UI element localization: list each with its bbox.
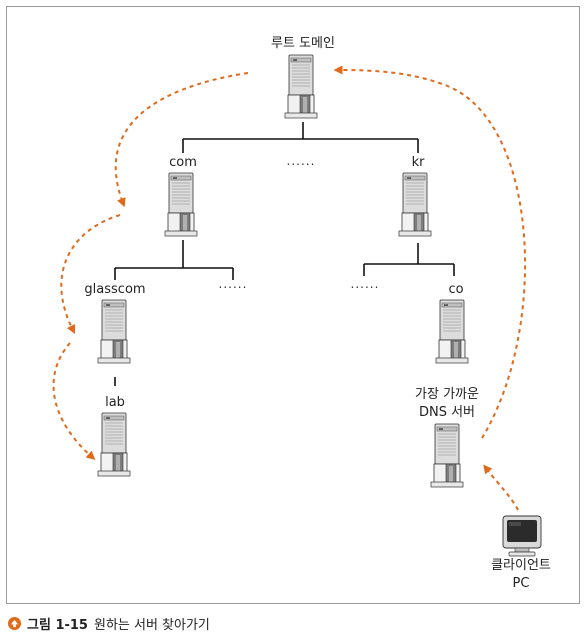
figure-caption: 그림 1-15 원하는 서버 찾아가기 — [8, 614, 210, 633]
glasscom-server-icon — [97, 299, 131, 364]
arrow-client-to-dns — [483, 464, 519, 511]
top-ellipsis: ...... — [287, 154, 316, 168]
query-arrows — [52, 65, 527, 511]
arrow-dns-to-root — [333, 65, 527, 439]
kr-ellipsis: ...... — [351, 277, 380, 291]
nearest-dns-server-icon — [430, 423, 464, 488]
glasscom-label: glasscom — [84, 282, 145, 297]
arrow-up-icon — [8, 616, 21, 630]
dns-hierarchy-diagram: 루트 도메인 com ...... kr glasscom ...... ...… — [52, 36, 551, 591]
figure-number: 그림 1-15 — [27, 617, 88, 633]
co-label: co — [448, 282, 463, 297]
root-server-icon — [284, 54, 318, 119]
root-domain-label: 루트 도메인 — [271, 36, 335, 51]
client-label-line2: PC — [513, 576, 530, 591]
com-label: com — [169, 155, 197, 170]
arrow-com-to-glasscom — [60, 214, 121, 335]
client-pc-icon — [502, 515, 542, 557]
arrow-root-to-com — [114, 72, 249, 208]
com-server-icon — [164, 172, 198, 237]
client-label-line1: 클라이언트 — [491, 558, 551, 573]
kr-server-icon — [398, 172, 432, 237]
tree-lines — [114, 122, 455, 386]
co-server-icon — [435, 299, 469, 364]
diagram-frame — [6, 6, 580, 604]
lab-label: lab — [105, 395, 125, 410]
com-ellipsis: ...... — [219, 277, 248, 291]
figure-title: 원하는 서버 찾아가기 — [93, 617, 210, 633]
nearest-dns-label-line1: 가장 가까운 — [415, 387, 479, 402]
kr-label: kr — [412, 155, 426, 170]
nearest-dns-label-line2: DNS 서버 — [419, 405, 475, 420]
lab-server-icon — [97, 412, 131, 477]
arrow-glasscom-to-lab — [52, 342, 96, 460]
